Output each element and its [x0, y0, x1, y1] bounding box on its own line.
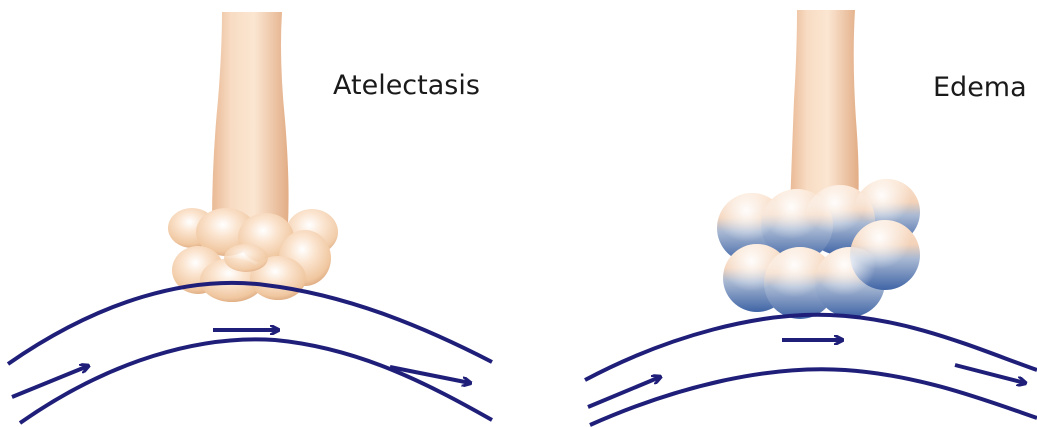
bronchus-tube-left [212, 12, 289, 225]
edema-label: Edema [933, 74, 1027, 101]
alveoli-cluster-collapsed [168, 208, 338, 302]
atelectasis-label: Atelectasis [333, 72, 480, 99]
alveolus [224, 244, 268, 272]
bronchus-tube-right [790, 10, 859, 210]
alveoli-cluster-fluid [717, 179, 920, 319]
capillary-wall-bottom-left [20, 339, 492, 423]
flow-arrow [12, 366, 88, 397]
flow-arrow [955, 365, 1025, 383]
alveolus-highlights [717, 179, 920, 319]
